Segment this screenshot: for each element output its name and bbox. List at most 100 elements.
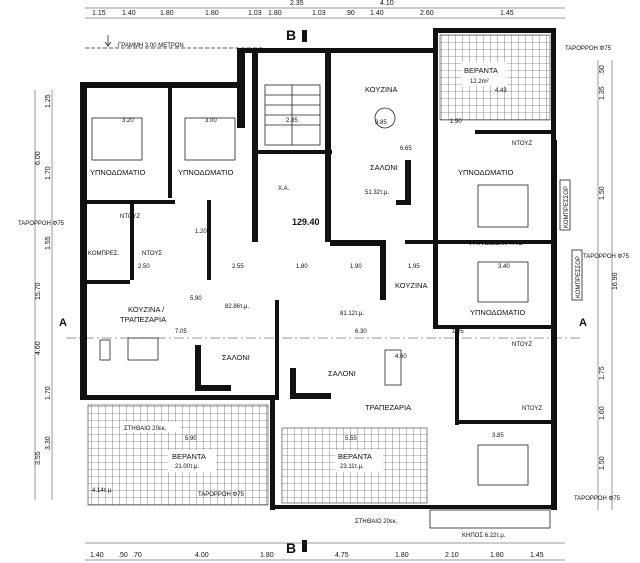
saloni-center: ΣΑΛΟΝΙ <box>328 369 356 378</box>
ntous-left: ΝΤΟΥΣ <box>142 251 162 257</box>
ypno-left2-d1: 3.00 <box>205 118 217 124</box>
small-area-label: 4.14τ.μ. <box>92 488 113 494</box>
saloni-top-area: 51.32τ.μ. <box>365 190 390 196</box>
top-dim: 1.80 <box>160 10 174 17</box>
left-dim: 3.30 <box>45 436 52 450</box>
saloni-top-dim: 6.65 <box>400 146 412 152</box>
top-dimension-line: 1.15 1.40 1.80 1.80 1.03 1.80 1.03 .90 1… <box>85 0 565 19</box>
interior-walls <box>80 88 555 425</box>
ypnodomatio-right-2b: ΥΠΝΟΔΩΜΑΤΙΟ <box>470 308 525 317</box>
kouzina-left: ΚΟΥΖΙΝΑ / <box>128 305 165 314</box>
ypnodomatio-left-2: ΥΠΝΟΔΩΜΑΤΙΟ <box>178 168 233 177</box>
bottom-dim: 2.10 <box>445 552 459 559</box>
veranta-bc-dim: 5.55 <box>345 436 357 442</box>
right-dim: 1.50 <box>599 186 606 200</box>
section-b-top: B <box>286 27 296 43</box>
trapezaria-left: ΤΡΑΠΕΖΑΡΙΑ <box>120 315 166 324</box>
top-dim: 1.03 <box>312 10 326 17</box>
taroroh-top-right: ΤΑΡΟΡΡΟΗ Φ75 <box>565 46 612 52</box>
stithaio-bottom: ΣΤΗΘΑΙΟ 20εκ. <box>355 519 398 525</box>
inner-dimensions: 1.20 2.85 1.90 1.90 1.05 2.55 1.80 1.95 … <box>190 118 464 360</box>
bottom-dim: 1.45 <box>530 552 544 559</box>
top-dim: 1.15 <box>92 10 106 17</box>
veranta-bl-dim: 5.90 <box>185 436 197 442</box>
ypnodomatio-right-1: ΥΠΝΟΔΩΜΑΤΙΟ <box>458 168 513 177</box>
veranta-bl-area: 21.00τ.μ. <box>175 464 200 470</box>
taroroh-left: ΤΑΡΟΡΡΟΗ Φ75 <box>18 221 65 227</box>
saloni-left: ΣΑΛΟΝΙ <box>222 353 250 362</box>
veranta-bc-area: 23.11τ.μ. <box>340 464 364 470</box>
kompreser-right-2: ΚΟΜΠΡΕΣΣΟΡ <box>576 256 582 298</box>
inner-dim: 1.90 <box>450 119 462 125</box>
inner-dim: 1.95 <box>408 264 420 270</box>
section-a-left: A <box>59 317 67 329</box>
veranta-top-name: ΒΕΡΑΝΤΑ <box>464 66 498 75</box>
bottom-dim: 1.40 <box>90 552 104 559</box>
top-dim: 1.80 <box>205 10 219 17</box>
bottom-dim: 1.80 <box>260 552 274 559</box>
kompreser-right: ΚΟΜΠΡΕΣΣΟΡ <box>564 186 570 228</box>
left-dim: 6.00 <box>35 151 42 165</box>
top-dim: 2.60 <box>420 10 434 17</box>
inner-dim: 5.90 <box>190 296 202 302</box>
kouzina-top: ΚΟΥΖΙΝΑ <box>365 85 397 94</box>
bottom-dim: 1.80 <box>395 552 409 559</box>
ntous-left-2: ΝΤΟΥΖ <box>120 214 140 220</box>
inner-dim: 1.90 <box>350 264 362 270</box>
ypno-right2-d1: 3.40 <box>498 264 510 270</box>
section-a-right: A <box>579 317 587 329</box>
bottom-dim: 4.75 <box>335 552 349 559</box>
ypno-right3-d1: 3.85 <box>492 433 504 439</box>
ntous-left-dim: 2.50 <box>138 264 150 270</box>
kompreser-left: ΚΟΜΠΡΕΣ. <box>88 251 120 257</box>
right-dimension-line: .50 1.35 1.50 16.90 1.75 1.60 1.50 <box>597 60 619 510</box>
ypno-left1-d1: 3.20 <box>122 118 134 124</box>
right-dim: 1.50 <box>599 456 606 470</box>
kouzina-top-dim: 3.85 <box>375 120 387 126</box>
taroroh-bottom-right: ΤΑΡΟΡΡΟΗ Φ75 <box>574 496 621 502</box>
trapezaria-center: ΤΡΑΠΕΖΑΡΙΑ <box>365 403 411 412</box>
ypnodomatio-right-2: ΥΠΝΟΔΩΜΑΤΙΟ <box>468 238 523 247</box>
top-dim: 1.45 <box>500 10 514 17</box>
saloni-center-dim: 6.30 <box>355 329 367 335</box>
kouzina-center: ΚΟΥΖΙΝΑ <box>395 281 427 290</box>
inner-dim: 1.20 <box>195 229 207 235</box>
stithaio-left: ΣΤΗΘΑΙΟ 20εκ. <box>124 426 167 432</box>
left-dim: 1.25 <box>45 94 52 108</box>
left-dimension-line: 1.25 1.70 6.00 1.55 15.70 4.60 1.70 3.55… <box>34 90 53 500</box>
bottom-dimension-line: 1.40 .50 .70 4.00 1.80 4.75 1.80 2.10 1.… <box>85 542 565 561</box>
right-dim: 16.90 <box>612 272 619 290</box>
inner-dim: 2.55 <box>232 264 244 270</box>
stairwell: Χ.Α. 129.40 <box>252 52 332 242</box>
ntous-right-1: ΝΤΟΥΖ <box>512 141 532 147</box>
top-dim: .90 <box>345 10 355 17</box>
right-dim: 1.35 <box>599 86 606 100</box>
saloni-top: ΣΑΛΟΝΙ <box>370 163 398 172</box>
veranta-bc-name: ΒΕΡΑΝΤΑ <box>338 452 372 461</box>
stair-level-label: 129.40 <box>292 217 320 227</box>
ntous-right-3: ΝΤΟΥΖ <box>522 406 542 412</box>
top-dim: 1.40 <box>370 10 384 17</box>
top-dim: 1.03 <box>248 10 262 17</box>
inner-dim: 4.60 <box>395 354 407 360</box>
kipos-label: ΚΗΠΟΣ 6.22τ.μ. <box>462 533 506 539</box>
taroroh-right: ΤΑΡΟΡΡΟΗ Φ75 <box>583 254 630 260</box>
left-dim: 4.60 <box>35 341 42 355</box>
right-dim: .50 <box>599 65 606 75</box>
veranta-top-dim: 4.43 <box>495 88 507 94</box>
bottom-dim: 1.80 <box>490 552 504 559</box>
top-dim: 4.10 <box>380 0 394 7</box>
left-dim: 1.55 <box>45 236 52 250</box>
bottom-dim: .70 <box>132 552 142 559</box>
flat-left-area: 82.86τ.μ. <box>225 304 250 310</box>
ntous-right-2: ΝΤΟΥΖ <box>512 342 532 348</box>
right-dim: 1.60 <box>599 406 606 420</box>
bottom-dim: .50 <box>118 552 128 559</box>
bottom-dim: 4.00 <box>195 552 209 559</box>
left-dim: 15.70 <box>35 282 42 300</box>
section-b-bottom: B <box>286 540 296 556</box>
left-dim: 1.70 <box>45 386 52 400</box>
gramma-label: ΓΡΑΜΜΗ 3.00 ΜΕΤΡΩΝ <box>118 43 184 49</box>
veranta-top-area: 12.2m² <box>470 79 489 85</box>
xa-label: Χ.Α. <box>278 186 290 192</box>
